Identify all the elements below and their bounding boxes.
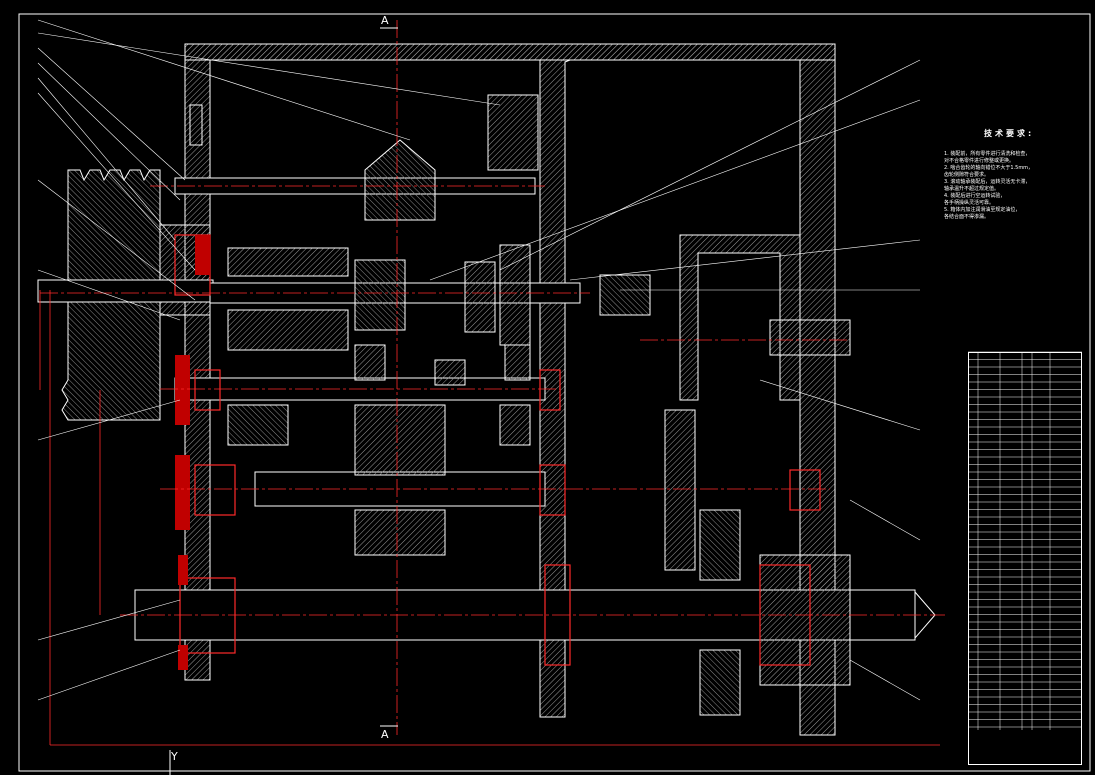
leader-lines [37,19,921,701]
tech-note-line: 各手柄操纵灵活可靠。 [944,200,995,206]
tech-note-line: 5. 箱体内加注润滑油至规定油位， [944,207,1021,213]
section-label-top: A [381,14,389,27]
tech-note-line: 3. 滚动轴承装配后，运转灵活无卡滞， [944,179,1031,185]
tech-note-line: 齿轮侧隙符合要求。 [944,172,990,178]
tech-note-line: 1. 装配前，所有零件进行清洗和检查， [944,151,1031,157]
tech-notes-title: 技术要求: [984,129,1035,138]
tech-note-line: 2. 啮合齿轮的轴向错位不大于1.5mm， [944,165,1034,171]
centerlines [40,20,945,735]
gears [227,94,851,716]
red-fills [175,235,210,670]
bearings [174,234,821,666]
tech-note-line: 对不合格零件进行修整或更换。 [944,158,1015,164]
tech-note-line: 4. 装配后进行空运转试验， [944,193,1006,199]
parts-list [968,352,1082,765]
section-markers [169,27,398,775]
housing [184,43,836,736]
section-label-bottom: A [381,728,389,741]
tech-note-line: 轴承温升不超过规定值。 [944,186,1000,192]
dimensions [39,290,940,746]
technical-requirements: 技术要求: 1. 装配前，所有零件进行清洗和检查， 对不合格零件进行修整或更换。… [944,130,1069,221]
parts-table-grid [968,351,1082,730]
axis-label: Y [170,750,178,763]
drawing-border [18,13,1091,772]
tech-note-line: 各结合面不得渗漏。 [944,214,990,220]
